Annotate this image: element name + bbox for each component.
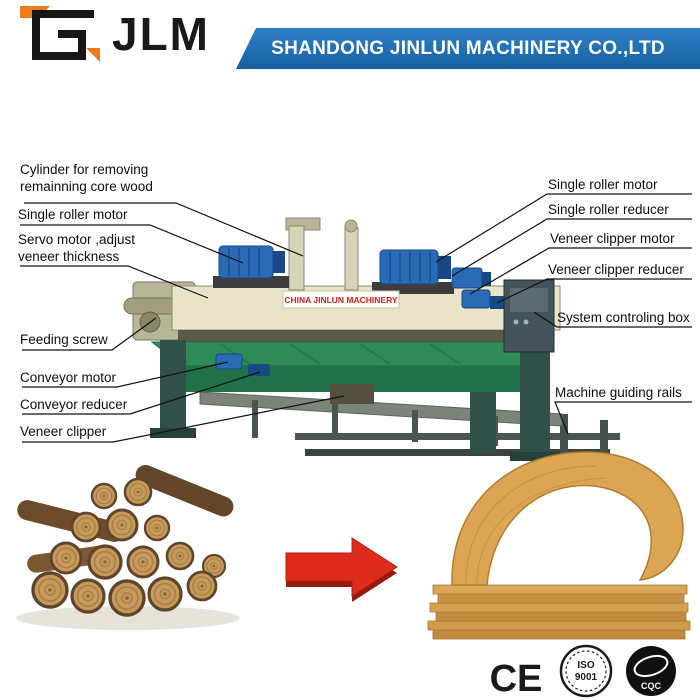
machine-guiding-rails	[295, 414, 620, 456]
iso-text-line2: 9001	[575, 672, 598, 683]
jlm-logo: JLM	[20, 3, 210, 65]
right-roller-motor	[372, 249, 454, 294]
label-single-roller-motor-right: Single roller motor	[548, 177, 658, 192]
label-veneer-clipper: Veneer clipper	[20, 424, 107, 439]
left-roller-motor	[213, 245, 289, 288]
system-control-box	[503, 279, 555, 353]
company-banner: SHANDONG JINLUN MACHINERY CO.,LTD	[236, 28, 700, 69]
jlm-logo-icon	[20, 6, 100, 62]
ce-mark: CE	[490, 658, 543, 700]
callout-lines	[20, 193, 692, 443]
ce-text: CE	[490, 658, 543, 700]
label-conveyor-motor: Conveyor motor	[20, 370, 117, 385]
label-conveyor-reducer: Conveyor reducer	[20, 397, 128, 412]
logo-text: JLM	[112, 8, 210, 60]
conveyor-motor	[215, 353, 270, 376]
label-servo-motor: Servo motor ,adjust veneer thickness	[18, 232, 136, 265]
veneer-image	[427, 451, 691, 640]
iso-text-line1: ISO	[577, 660, 594, 671]
red-arrow-icon	[285, 537, 398, 602]
label-veneer-clipper-motor: Veneer clipper motor	[550, 231, 675, 246]
logs-image	[16, 465, 240, 630]
machine-drawing: CHINA JINLUN MACHINERY	[123, 217, 620, 461]
cqc-badge: CQC	[626, 646, 676, 696]
machine-nameplate: CHINA JINLUN MACHINERY	[282, 290, 400, 309]
label-single-roller-reducer: Single roller reducer	[548, 202, 669, 217]
iso-9001-badge: ISO 9001	[559, 644, 613, 698]
veneer-clipper-bar	[330, 384, 374, 404]
label-veneer-clipper-reducer: Veneer clipper reducer	[548, 262, 684, 277]
machine-legs	[150, 340, 560, 461]
nameplate-text: CHINA JINLUN MACHINERY	[284, 295, 398, 305]
roller-strip	[178, 330, 528, 342]
company-name: SHANDONG JINLUN MACHINERY CO.,LTD	[271, 37, 665, 59]
label-feeding-screw: Feeding screw	[20, 332, 108, 347]
label-machine-guiding-rails: Machine guiding rails	[555, 385, 682, 400]
cqc-text: CQC	[641, 681, 662, 691]
label-system-control-box: System controling box	[557, 310, 690, 325]
single-roller-reducer	[451, 267, 491, 289]
label-single-roller-motor-left: Single roller motor	[18, 207, 128, 222]
label-cylinder-core-removal: Cylinder for removing remainning core wo…	[20, 162, 153, 195]
core-removing-cylinder	[285, 217, 359, 291]
